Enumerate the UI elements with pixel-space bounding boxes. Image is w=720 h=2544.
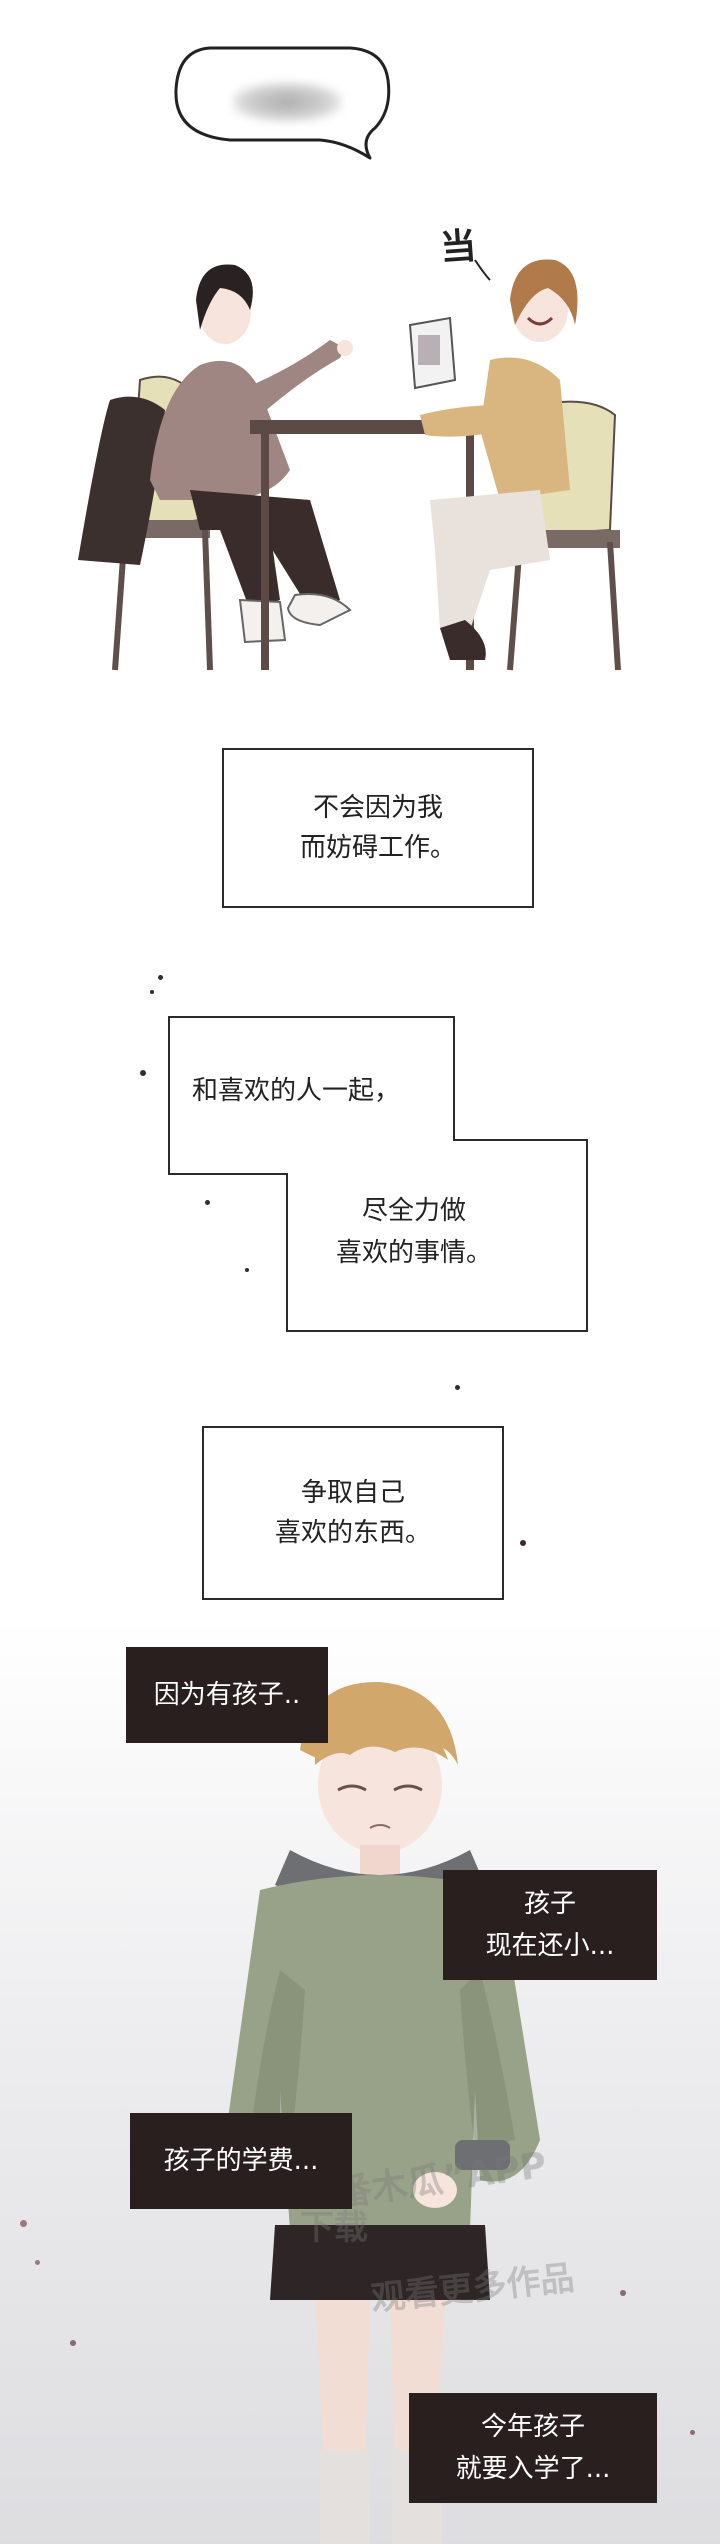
dark-caption-3: 孩子的学费... (130, 2113, 352, 2209)
caption-line: 孩子 (523, 1889, 576, 1919)
caption-box-3: 争取自己 喜欢的东西。 (202, 1426, 504, 1600)
ink-splatter (70, 2340, 76, 2346)
caption-box-2-lines: 尽全力做 喜欢的事情。 (336, 1190, 492, 1274)
caption-line: 争取自己 (300, 1478, 405, 1508)
ink-splatter (520, 1540, 526, 1546)
caption-box-1: 不会因为我 而妨碍工作。 (222, 748, 534, 908)
watermark-line: 下载 (300, 2208, 368, 2248)
ink-splatter (35, 2260, 40, 2265)
ink-splatter (455, 1385, 460, 1390)
ink-splatter (150, 990, 154, 994)
caption-line: 不会因为我 (312, 793, 443, 823)
caption-line: 喜欢的东西。 (274, 1518, 431, 1548)
ink-splatter (620, 2290, 626, 2296)
ink-splatter (245, 1268, 249, 1272)
dark-caption-1: 因为有孩子.. (126, 1647, 328, 1743)
ink-splatter (20, 2220, 27, 2227)
caption-box-2-line-1: 和喜欢的人一起， (192, 1076, 401, 1106)
cafe-scene-illustration (78, 259, 621, 671)
blurred-dialogue (232, 82, 342, 122)
caption-line: 喜欢的事情。 (336, 1238, 493, 1268)
ink-splatter (158, 975, 163, 980)
caption-line: 而妨碍工作。 (299, 833, 456, 863)
watermark: “番木瓜”APP 下载 观看更多作品 (300, 2140, 720, 2330)
ink-splatter (690, 2430, 695, 2435)
caption-line: 今年孩子 (480, 2412, 585, 2442)
caption-line: 现在还小... (485, 1931, 615, 1961)
caption-line: 就要入学了... (455, 2454, 611, 2484)
ink-splatter (140, 1070, 146, 1076)
dark-caption-2: 孩子 现在还小... (443, 1870, 657, 1980)
ink-splatter (205, 1200, 210, 1205)
sound-effect-text: 当 (438, 225, 478, 270)
dark-caption-4: 今年孩子 就要入学了... (409, 2393, 657, 2503)
caption-line: 尽全力做 (362, 1196, 467, 1226)
caption-box-2-frame (168, 1016, 588, 1332)
